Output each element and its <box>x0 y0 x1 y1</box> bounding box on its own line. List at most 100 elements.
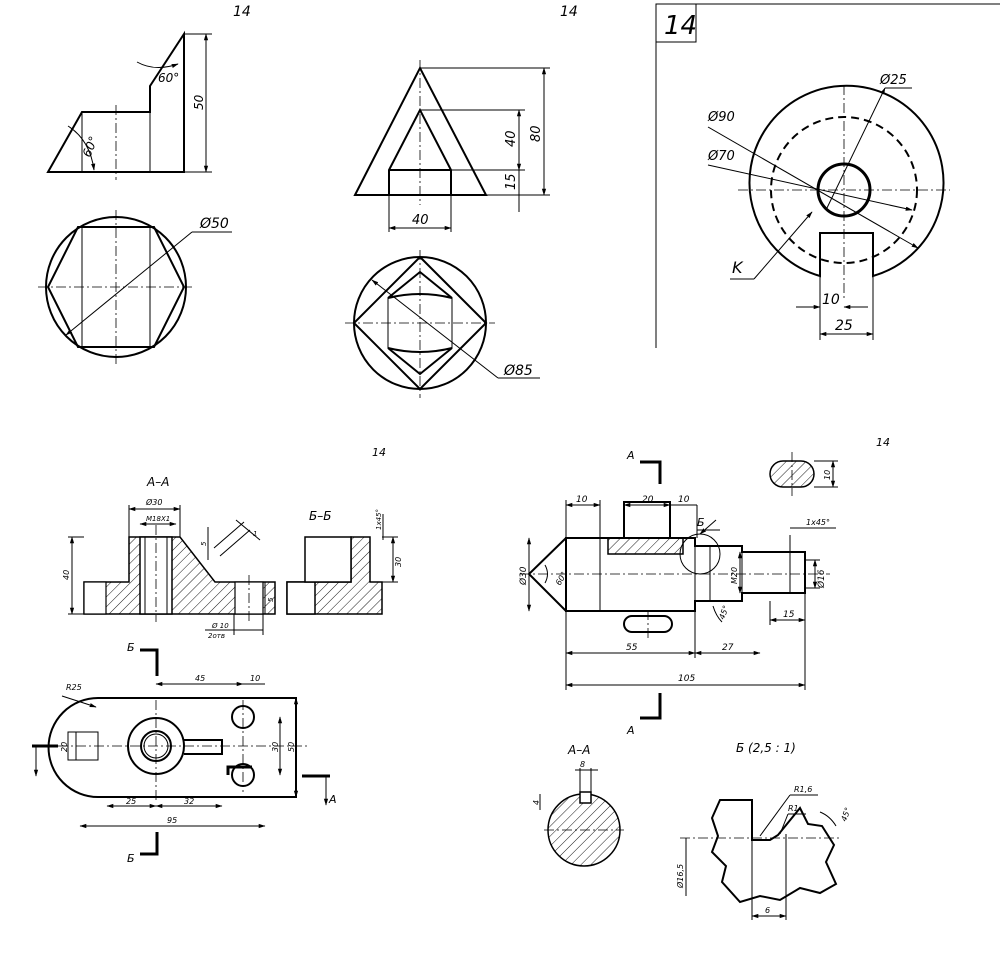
sheet-number: 14 <box>372 446 386 459</box>
dim-w20: 20 <box>642 495 654 505</box>
dim-w32: 32 <box>184 797 194 806</box>
keyway-section <box>607 537 684 555</box>
left-step <box>83 581 107 615</box>
cut-curve-top <box>387 270 453 299</box>
dim-w45: 45 <box>195 674 205 683</box>
dim-w10c: 10 <box>823 470 832 480</box>
dim-chamfer: 1x45° <box>806 518 830 527</box>
sheet-number: 14 <box>876 436 890 449</box>
dim-h40: 40 <box>62 570 71 580</box>
dim-m20: M20 <box>730 567 739 584</box>
cut-label-a-bottom: А <box>626 724 635 737</box>
task-top-middle: 14 40 80 15 40 Ø85 <box>345 4 578 398</box>
leader <box>779 813 789 835</box>
dim-40-horizontal: 40 <box>412 213 429 228</box>
dim-w105: 105 <box>678 674 695 684</box>
dim-w25: 25 <box>835 318 853 334</box>
dim-w15: 15 <box>783 610 795 620</box>
dim-h5b: 5 <box>267 597 275 602</box>
dim-w10: 10 <box>822 292 840 308</box>
key-block <box>623 501 671 539</box>
dim-d165: Ø16,5 <box>675 864 685 889</box>
cut-mark-b-bottom <box>140 832 159 856</box>
plan-view-outline <box>47 697 297 798</box>
section-bb-boss <box>304 536 352 583</box>
cone-outline <box>353 65 488 196</box>
dim-diameter: Ø50 <box>199 216 229 232</box>
dim-thread: M18X1 <box>146 515 170 523</box>
diameter-leader <box>65 231 193 336</box>
task-top-left: 14 50 60° 60° Ø50 <box>38 4 251 365</box>
angle-arc <box>544 564 548 584</box>
dim-80: 80 <box>529 125 544 142</box>
dim-w55: 55 <box>626 643 638 653</box>
cut-mark-b-top <box>140 648 159 676</box>
sheet-number: 14 <box>233 4 251 20</box>
cut-mark-a-bottom <box>640 693 662 720</box>
cut-label-b-top: Б <box>127 641 135 654</box>
dim-w25: 25 <box>126 797 136 806</box>
radius-leader <box>61 695 97 708</box>
dim-w30: 30 <box>271 742 280 752</box>
dim-d16: Ø16 <box>816 569 827 589</box>
dim-w50: 50 <box>287 742 296 752</box>
angle-arc <box>819 811 837 827</box>
dim-r1: R1 <box>788 804 799 813</box>
leader <box>759 794 791 837</box>
diameter-leader <box>371 279 499 379</box>
slot <box>184 739 223 755</box>
task-top-right: 14 Ø25 Ø90 Ø70 K 10 25 <box>655 3 1000 348</box>
dim-d30: Ø30 <box>518 566 529 586</box>
dim-w10b: 10 <box>678 495 690 505</box>
dim-w10a: 10 <box>576 495 588 505</box>
ring-outline <box>748 84 945 278</box>
dim-d90: Ø90 <box>707 110 735 125</box>
shaft-outline <box>565 537 806 612</box>
section-title-aa: А–А <box>146 475 169 489</box>
dim-w6: 6 <box>765 906 770 915</box>
dim-d30: Ø30 <box>145 497 162 507</box>
dim-w95: 95 <box>167 816 177 825</box>
dim-w4: 4 <box>532 800 541 805</box>
dim-chamfer: 1x45° <box>375 509 383 530</box>
sheet-number: 14 <box>664 11 697 41</box>
angle-arc <box>712 605 723 623</box>
number-box <box>655 3 697 43</box>
sheet-number: 14 <box>560 4 578 20</box>
dim-h5a: 5 <box>200 541 208 546</box>
dim-w10: 10 <box>250 674 260 683</box>
leader-b: Б <box>697 516 705 529</box>
dim-angle45: 45° <box>717 604 730 620</box>
dim-diameter: Ø85 <box>503 363 533 379</box>
detail-circle <box>679 533 721 575</box>
dim-hole-d: Ø 10 <box>211 622 229 630</box>
dim-w20: 20 <box>60 742 69 752</box>
leader <box>699 519 717 535</box>
dim-w8: 8 <box>580 760 585 769</box>
cut-mark-a-top <box>640 460 662 484</box>
cut-curve-bottom <box>387 347 453 376</box>
angle-arc <box>136 61 179 69</box>
dim-angle-top: 60° <box>158 71 179 85</box>
detail-outline <box>710 799 838 904</box>
dim-angle-left: 60° <box>80 134 101 159</box>
angle-arc <box>67 125 96 171</box>
dim-d25: Ø25 <box>879 73 907 88</box>
leader-d90 <box>707 126 919 249</box>
dim-r16: R1,6 <box>794 785 812 794</box>
section-bb-base <box>286 581 316 615</box>
cut-label-b-bottom: Б <box>127 852 135 865</box>
front-view-outline <box>46 30 185 173</box>
keyway-notch <box>579 791 592 804</box>
thread-detail <box>213 521 251 557</box>
leader-d25 <box>825 87 886 211</box>
task-bottom-left: 14 А–А Б–Б Ø30 M18X1 40 5 5 1 Ø 10 2отв <box>32 446 403 865</box>
dim-holes-count: 2отв <box>208 632 225 640</box>
leader-d70 <box>707 164 913 211</box>
cut-label-a: А <box>328 793 337 806</box>
dim-15: 15 <box>504 173 519 190</box>
section-title-aa: А–А <box>567 743 590 757</box>
section-title-bb: Б–Б <box>309 509 331 523</box>
cut-label-a-top: А <box>626 449 635 462</box>
